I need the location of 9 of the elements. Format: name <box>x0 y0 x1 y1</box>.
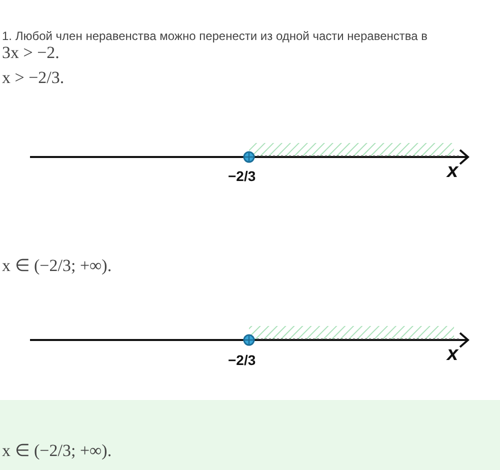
inequality-formula: 3x > −2. <box>2 43 60 63</box>
instruction-text: 1. Любой член неравенства можно перенести из одной части неравенства в <box>2 29 428 43</box>
answer-formula: x ∈ (−2/3; +∞). <box>2 255 112 276</box>
axis-label: x <box>447 160 458 183</box>
tick-label: −2/3 <box>228 168 256 184</box>
axis-label: x <box>447 343 458 366</box>
answer-formula: x ∈ (−2/3; +∞). <box>2 440 112 461</box>
tick-label: −2/3 <box>228 352 256 368</box>
inequality-formula: x > −2/3. <box>2 68 64 88</box>
